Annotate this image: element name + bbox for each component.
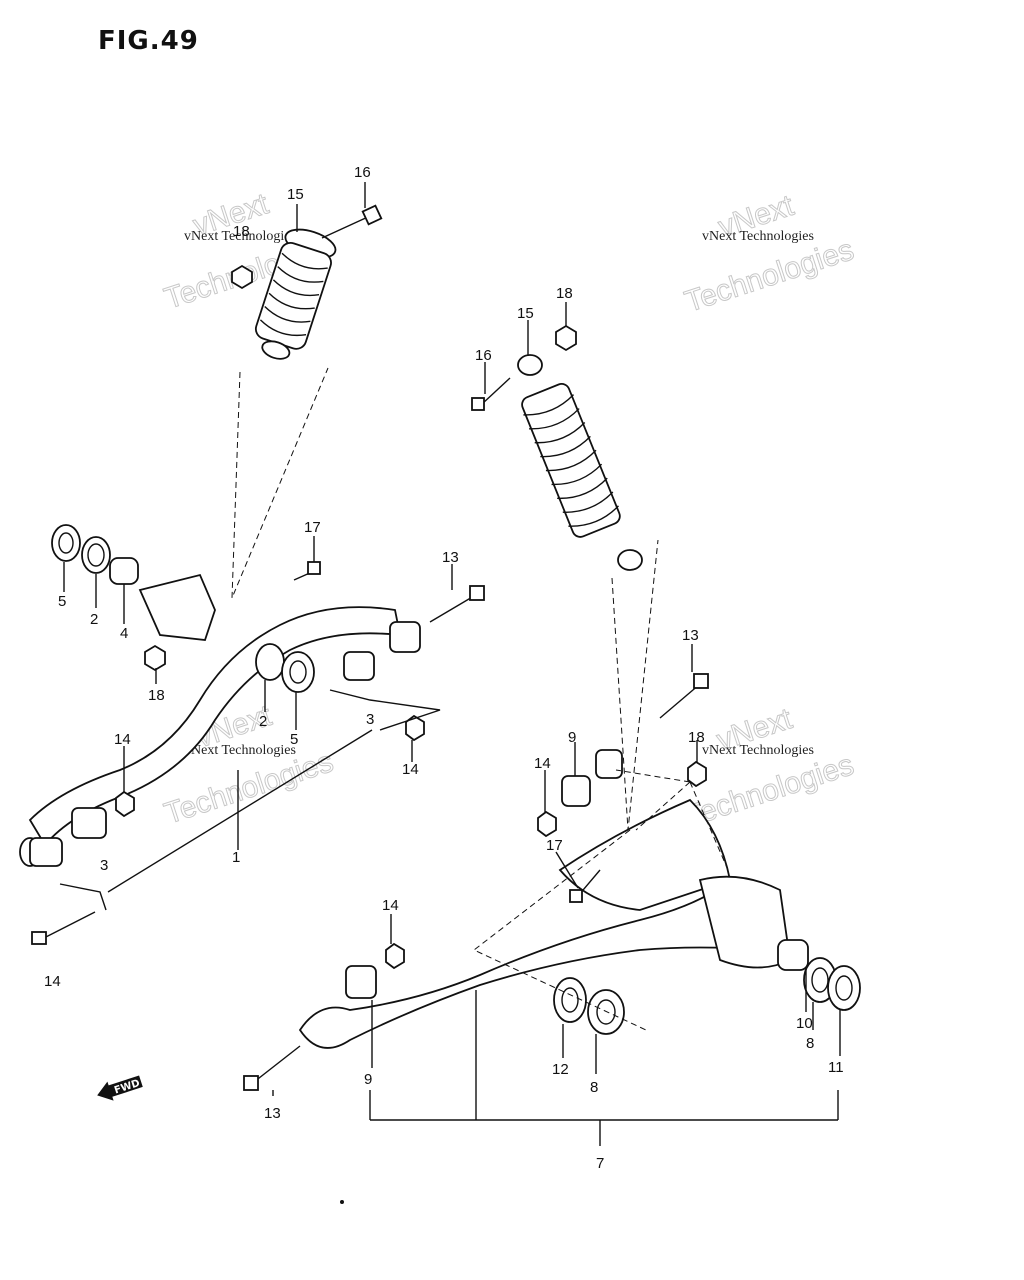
callout-14-d: 14 — [534, 755, 551, 772]
spacer-10 — [777, 939, 809, 971]
callout-14-a: 14 — [114, 731, 131, 748]
callout-2-b: 2 — [259, 713, 267, 730]
bolt-16-top — [321, 204, 383, 239]
callout-7: 7 — [596, 1155, 604, 1172]
fwd-arrow-icon: FWD — [97, 1075, 143, 1101]
figure-title: FIG.49 — [98, 26, 199, 56]
bearing-8-a — [587, 989, 625, 1035]
callout-13-right: 13 — [682, 627, 699, 644]
bolt-13-bottom — [243, 1045, 301, 1091]
spacer-4 — [109, 557, 139, 585]
svg-text:FWD: FWD — [113, 1078, 141, 1097]
bearing-2-a — [81, 536, 111, 574]
nut-18-top — [231, 264, 253, 290]
bushing-9-b — [345, 965, 377, 999]
bushing-3-b — [71, 807, 107, 839]
watermark-mid-right: vNext vNext Technologies Technologies — [681, 702, 859, 835]
nut-14-d — [537, 810, 557, 838]
callout-18-right: 18 — [688, 729, 705, 746]
stray-dot — [340, 1200, 344, 1204]
seal-5-b — [281, 651, 315, 693]
bolt-17-left — [293, 561, 321, 581]
seal-11 — [827, 965, 861, 1011]
callout-14-b: 14 — [402, 761, 419, 778]
callout-9-b: 9 — [364, 1071, 372, 1088]
callout-16-top: 16 — [354, 164, 371, 181]
callout-12: 12 — [552, 1061, 569, 1078]
callout-18-top: 18 — [233, 223, 250, 240]
nut-14-b — [115, 790, 135, 818]
callout-17-left: 17 — [304, 519, 321, 536]
bearing-2-b — [255, 643, 285, 681]
callout-5-b: 5 — [290, 731, 298, 748]
swing-arm-right — [298, 798, 791, 1049]
bolt-13-right — [659, 673, 709, 719]
nut-18-mid — [555, 324, 577, 352]
leader-lines — [59, 182, 841, 1146]
callout-8-a: 8 — [590, 1079, 598, 1096]
callout-4: 4 — [120, 625, 128, 642]
callout-14-c: 14 — [44, 973, 61, 990]
callout-numbers: 16 15 18 18 15 16 17 13 5 2 4 18 2 5 3 1… — [44, 164, 844, 1172]
callout-14-e: 14 — [382, 897, 399, 914]
nut-18-right — [687, 760, 707, 788]
bushing-9-a — [561, 749, 623, 807]
svg-text:vNext Technologies: vNext Technologies — [702, 229, 814, 244]
callout-8-b: 8 — [806, 1035, 814, 1052]
bolt-13-left — [429, 585, 485, 623]
callout-9-a: 9 — [568, 729, 576, 746]
seal-5-a — [51, 524, 81, 562]
svg-text:vNext Technologies: vNext Technologies — [702, 743, 814, 758]
callout-3-a: 3 — [366, 711, 374, 728]
nut-18-left — [144, 644, 166, 672]
bushing-3-a — [343, 621, 421, 681]
callout-15-mid: 15 — [517, 305, 534, 322]
nut-14-e — [385, 942, 405, 970]
seal-12 — [553, 977, 587, 1023]
callout-13-bottom: 13 — [264, 1105, 281, 1122]
bolt-17-right — [569, 869, 601, 903]
callout-1: 1 — [232, 849, 240, 866]
bolt-16-mid — [471, 377, 511, 411]
callout-18-left: 18 — [148, 687, 165, 704]
callout-3-b: 3 — [100, 857, 108, 874]
shock-absorber-right — [517, 354, 643, 571]
svg-text:vNext Technologies: vNext Technologies — [184, 229, 296, 244]
callout-15-top: 15 — [287, 186, 304, 203]
callout-11: 11 — [828, 1059, 844, 1076]
callout-10: 10 — [796, 1015, 813, 1032]
shock-absorber-left — [254, 228, 337, 360]
nut-14-a — [405, 714, 425, 742]
watermark-top-right: vNext vNext Technologies Technologies — [681, 188, 859, 319]
callout-16-mid: 16 — [475, 347, 492, 364]
svg-text:vNext Technologies: vNext Technologies — [184, 743, 296, 758]
callout-5-a: 5 — [58, 593, 66, 610]
callout-18-mid: 18 — [556, 285, 573, 302]
svg-text:Technologies: Technologies — [681, 233, 858, 319]
callout-2-a: 2 — [90, 611, 98, 628]
bolt-14-c — [31, 911, 96, 945]
callout-13-left: 13 — [442, 549, 459, 566]
callout-17-right: 17 — [546, 837, 563, 854]
